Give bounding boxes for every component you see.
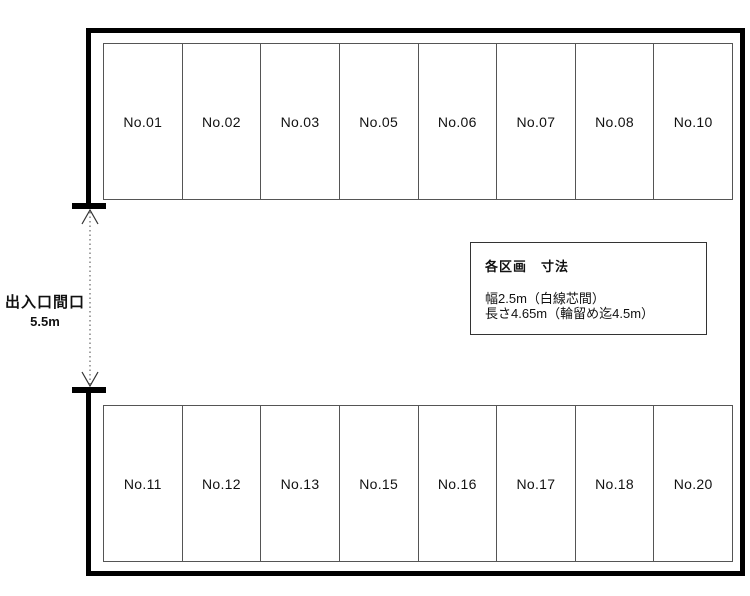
parking-space-label: No.13 [280, 475, 320, 492]
parking-space: No.16 [419, 406, 498, 561]
parking-space-label: No.10 [673, 113, 713, 130]
parking-space: No.07 [497, 44, 576, 199]
lot-border-bottom [86, 571, 745, 576]
parking-space: No.15 [340, 406, 419, 561]
parking-space-label: No.03 [280, 113, 320, 130]
parking-space-label: No.12 [202, 475, 241, 492]
parking-space-label: No.16 [437, 475, 477, 492]
stall-spec-box: 各区画 寸法 幅2.5m（白線芯間） 長さ4.65m（輪留め迄4.5m） [470, 242, 707, 335]
parking-space-label: No.17 [516, 475, 556, 492]
parking-space: No.02 [183, 44, 262, 199]
entrance-dimension-arrow-icon [81, 209, 99, 387]
parking-space-label: No.08 [595, 113, 634, 130]
lot-border-top [86, 28, 745, 33]
parking-space: No.05 [340, 44, 419, 199]
parking-space: No.03 [261, 44, 340, 199]
parking-row-bottom: No.11 No.12 No.13 No.15 No.16 No.17 No.1… [103, 405, 733, 562]
parking-space-label: No.11 [123, 475, 162, 492]
entrance-label-text: 出入口間口 [4, 294, 85, 311]
parking-space: No.01 [104, 44, 183, 199]
spec-length-note: 長さ4.65m（輪留め迄4.5m） [485, 306, 655, 321]
parking-space-label: No.15 [359, 475, 399, 492]
parking-space: No.12 [183, 406, 262, 561]
parking-space-label: No.20 [673, 475, 713, 492]
parking-space: No.17 [497, 406, 576, 561]
entrance-label: 出入口間口 5.5m [0, 294, 90, 329]
parking-space: No.13 [261, 406, 340, 561]
parking-space-label: No.02 [202, 113, 241, 130]
parking-row-top: No.01 No.02 No.03 No.05 No.06 No.07 No.0… [103, 43, 733, 200]
parking-space: No.06 [419, 44, 498, 199]
parking-space: No.10 [654, 44, 732, 199]
parking-space-label: No.05 [359, 113, 399, 130]
parking-space-label: No.18 [595, 475, 634, 492]
lot-border-left-upper [86, 28, 91, 208]
parking-space-label: No.07 [516, 113, 556, 130]
parking-space: No.18 [576, 406, 655, 561]
parking-space-label: No.01 [123, 113, 163, 130]
lot-border-right [740, 28, 745, 576]
parking-space-label: No.06 [437, 113, 477, 130]
entrance-gap-tick-bottom [72, 387, 106, 393]
parking-space: No.20 [654, 406, 732, 561]
lot-border-left-lower [86, 390, 91, 576]
entrance-gap-tick-top [72, 203, 106, 209]
parking-space: No.08 [576, 44, 655, 199]
spec-box-title: 各区画 寸法 [485, 259, 570, 274]
spec-width-note: 幅2.5m（白線芯間） [485, 291, 605, 306]
entrance-dimension-value: 5.5m [30, 313, 60, 329]
parking-space: No.11 [104, 406, 183, 561]
